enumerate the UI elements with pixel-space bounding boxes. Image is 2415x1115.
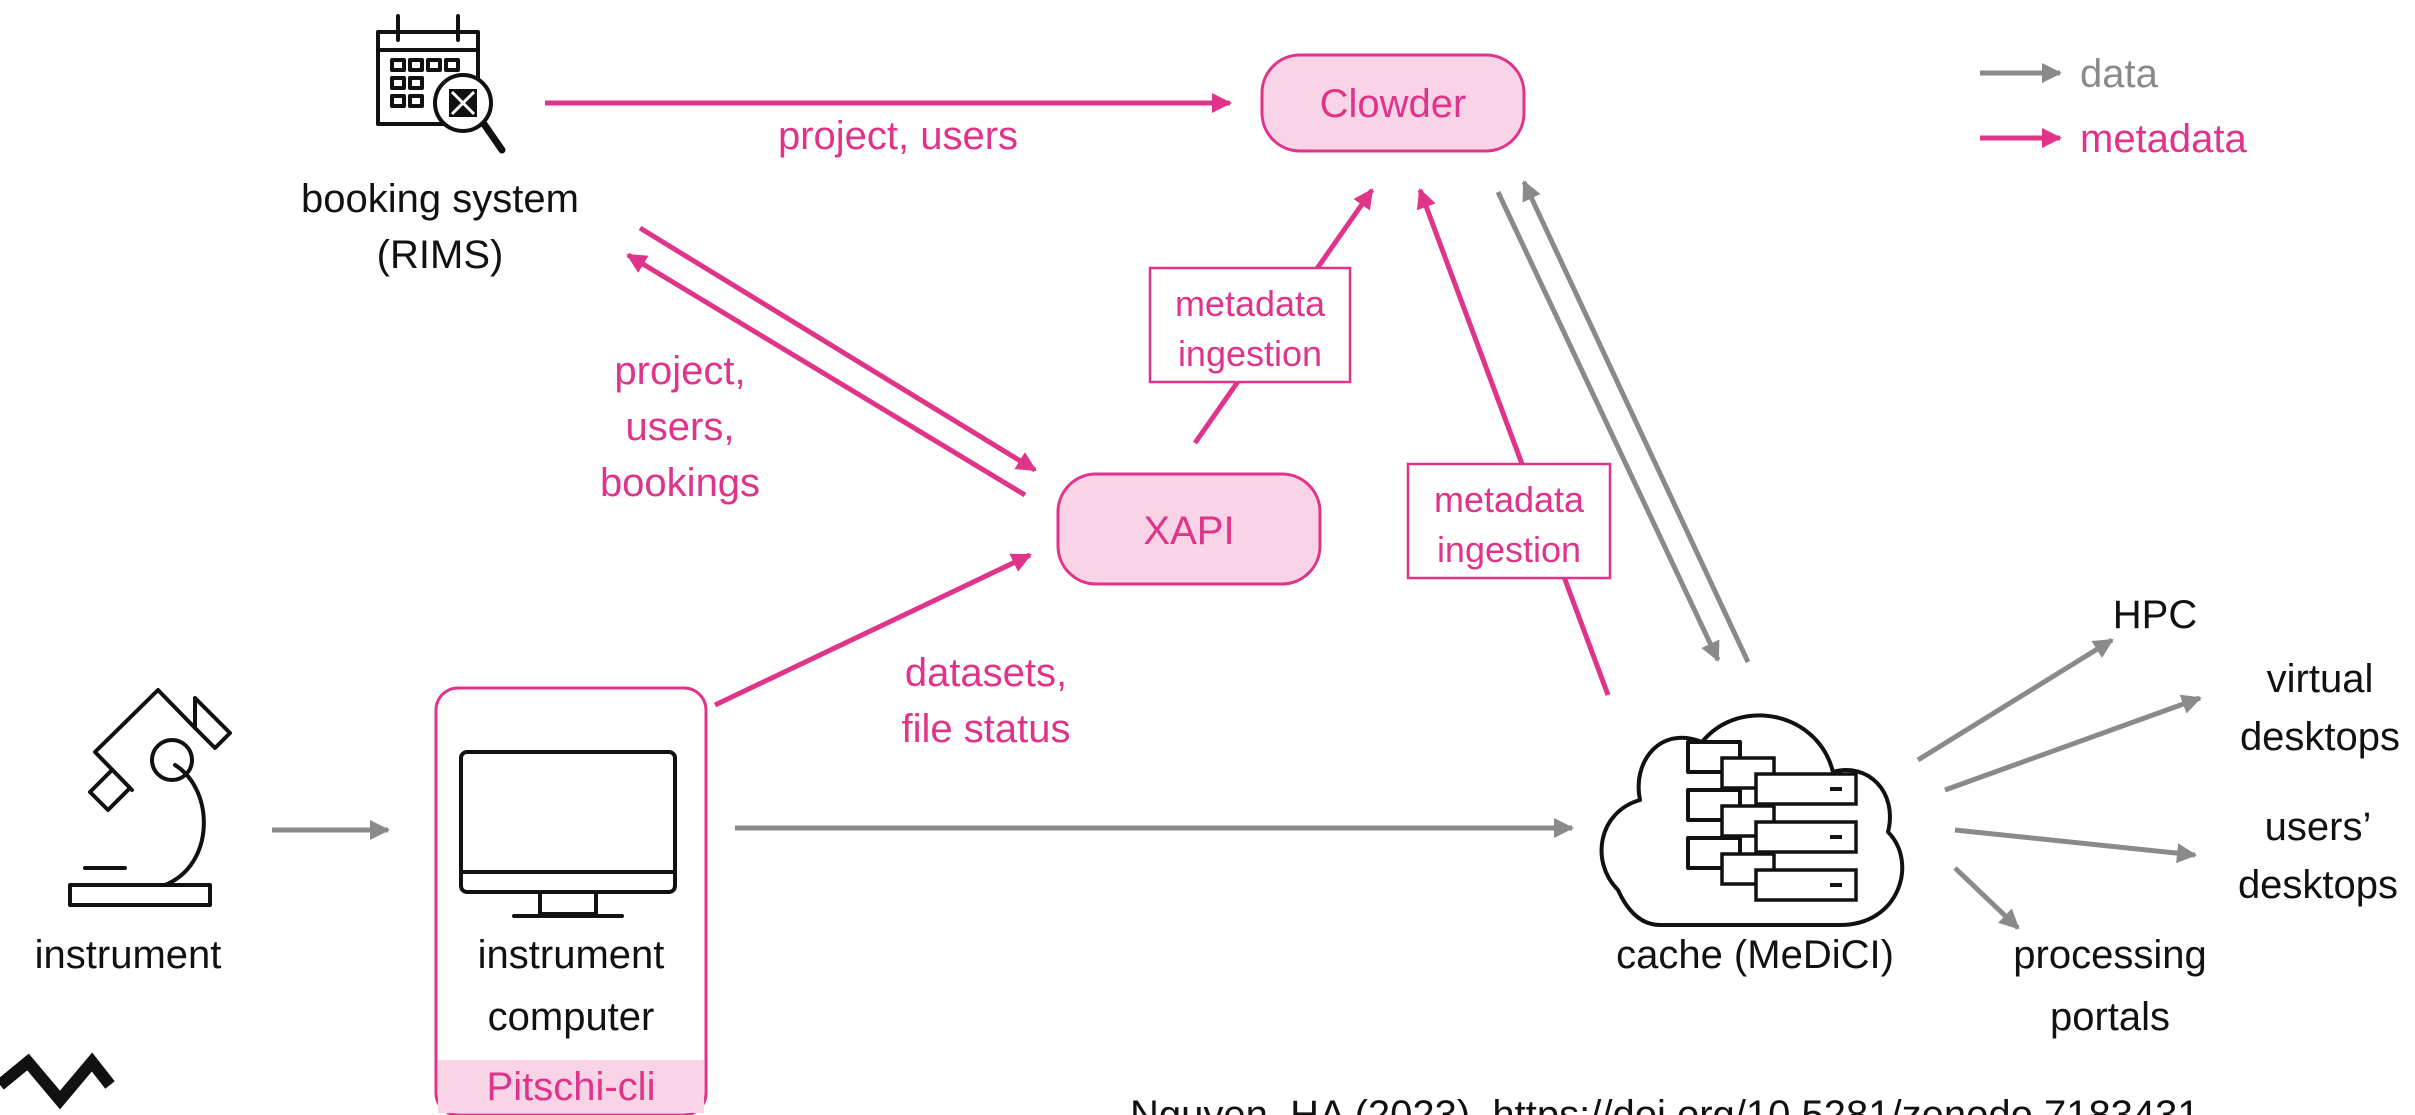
virtual-desktops-line1: virtual	[2267, 657, 2374, 701]
instrument-computer-sublabel: computer	[488, 995, 655, 1039]
processing-portals-line2: portals	[2050, 995, 2170, 1039]
pitschi-cli-band	[438, 1060, 704, 1113]
cache-label: cache (MeDiCI)	[1616, 933, 1894, 977]
users-desktops-label: users’ desktops	[2238, 805, 2398, 907]
arrow-cache-to-hpc	[1916, 637, 2114, 763]
metadata-ingestion-right-line2: ingestion	[1437, 529, 1581, 570]
cloud-server-icon	[1599, 713, 1905, 927]
users-desktops-line2: desktops	[2238, 863, 2398, 907]
arrow-xapi-to-booking	[626, 252, 1027, 498]
logo-fragment	[0, 1052, 115, 1110]
data-edges	[272, 180, 2202, 930]
xapi-label: XAPI	[1143, 509, 1234, 553]
arrow-clowder-to-cache	[1495, 190, 1721, 662]
citation-text: Nguyen, HA (2023), https://doi.org/10.52…	[1130, 1093, 2200, 1115]
cache-node: cache (MeDiCI)	[1599, 713, 1905, 977]
arrow-cache-to-clowder	[1416, 188, 1611, 696]
instrument-node: instrument	[35, 688, 232, 977]
instrument-computer-label: instrument	[478, 933, 665, 977]
metadata-ingestion-left: metadata ingestion	[1148, 266, 1352, 384]
virtual-desktops-label: virtual desktops	[2240, 657, 2400, 759]
metadata-ingestion-left-box	[1148, 266, 1352, 384]
booking-system-label: booking system	[301, 177, 579, 221]
booking-system-sublabel: (RIMS)	[377, 233, 504, 277]
processing-portals-label: processing portals	[2013, 933, 2206, 1039]
metadata-ingestion-left-line1: metadata	[1175, 283, 1326, 324]
edge-label-datasets: datasets,	[905, 651, 1067, 695]
booking-system-node: booking system (RIMS)	[301, 14, 579, 277]
edge-label-users: users,	[626, 405, 735, 449]
hpc-label: HPC	[2113, 593, 2197, 637]
arrow-cache-to-virtual-desktops	[1944, 694, 2202, 793]
arrow-cache-to-processing-portals	[1953, 866, 2020, 930]
instrument-computer-frame	[434, 686, 708, 1115]
arrow-booking-to-xapi	[638, 225, 1037, 473]
edge-label-project: project,	[614, 349, 745, 393]
arrow-cache-to-users-desktops	[1954, 827, 2197, 864]
pitschi-cli-label: Pitschi-cli	[487, 1065, 656, 1109]
microscope-icon	[68, 688, 232, 907]
clowder-box	[1260, 53, 1526, 153]
instrument-computer-node: instrument computer Pitschi-cli	[434, 686, 708, 1115]
legend: data metadata	[1980, 52, 2248, 161]
legend-metadata-label: metadata	[2080, 117, 2248, 161]
edge-label-project-users-bookings: project, users, bookings	[600, 349, 760, 505]
virtual-desktops-line2: desktops	[2240, 715, 2400, 759]
metadata-ingestion-left-line2: ingestion	[1178, 333, 1322, 374]
edge-label-datasets-file-status: datasets, file status	[902, 651, 1071, 751]
edge-label-bookings: bookings	[600, 461, 760, 505]
xapi-box	[1056, 472, 1322, 586]
users-desktops-line1: users’	[2265, 805, 2372, 849]
legend-data-label: data	[2080, 52, 2159, 96]
metadata-ingestion-right-line1: metadata	[1434, 479, 1585, 520]
metadata-edges	[545, 93, 1611, 708]
arrow-cache-to-clowder-data	[1521, 180, 1751, 664]
metadata-ingestion-right-box	[1406, 462, 1612, 580]
arrow-computer-to-xapi	[713, 552, 1032, 708]
edge-label-project-users: project, users	[778, 114, 1018, 158]
edge-label-file-status: file status	[902, 707, 1071, 751]
calendar-search-icon	[376, 14, 506, 154]
monitor-icon	[459, 750, 677, 918]
xapi-node: XAPI	[1056, 472, 1322, 586]
metadata-ingestion-right: metadata ingestion	[1406, 462, 1612, 580]
instrument-label: instrument	[35, 933, 222, 977]
clowder-label: Clowder	[1320, 82, 1467, 126]
processing-portals-line1: processing	[2013, 933, 2206, 977]
clowder-node: Clowder	[1260, 53, 1526, 153]
